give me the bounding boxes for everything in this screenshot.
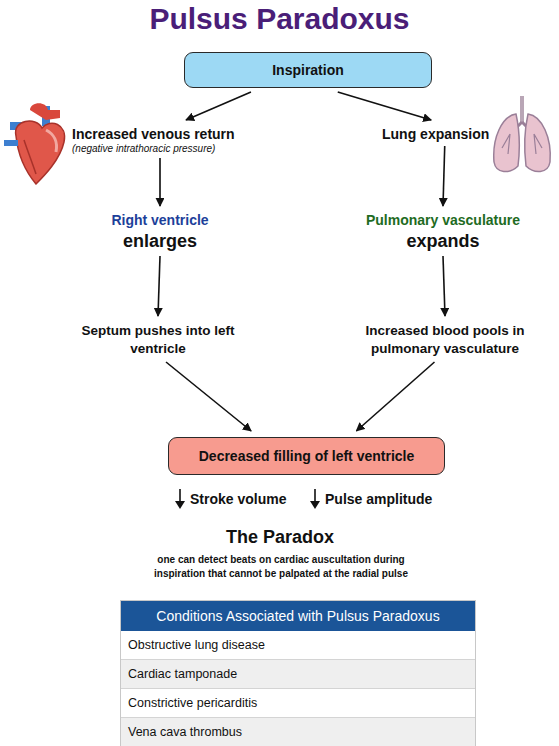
flow-step: Right ventricle enlarges — [60, 212, 260, 252]
node-text: Inspiration — [272, 62, 344, 78]
heart-highlight — [46, 130, 57, 152]
flow-step: Lung expansion — [382, 126, 505, 142]
node-subtext: enlarges — [60, 231, 260, 252]
table-cell: Cardiac tamponade — [121, 660, 475, 689]
result-box: Decreased filling of left ventricle — [168, 437, 445, 475]
table-cell: Constrictive pericarditis — [121, 689, 475, 718]
flow-step: Increased blood pools in pulmonary vascu… — [340, 322, 550, 358]
heart-body — [16, 121, 65, 184]
effect-label: Stroke volume — [190, 491, 310, 507]
right-lung — [525, 114, 551, 172]
node-subtext: expands — [343, 231, 543, 252]
node-subtext: (negative intrathoracic pressure) — [72, 143, 300, 154]
node-text: Decreased filling of left ventricle — [199, 448, 415, 464]
node-text: Septum pushes into left ventricle — [78, 322, 238, 358]
decrease-arrow — [307, 488, 323, 510]
note-text: one can detect beats on cardiac ausculta… — [140, 553, 422, 581]
diagram-title: Pulsus Paradoxus — [0, 2, 559, 36]
node-text: Increased blood pools in pulmonary vascu… — [340, 322, 550, 358]
trachea — [520, 96, 524, 122]
heart-illustration — [2, 100, 74, 190]
section-heading: The Paradox — [130, 527, 430, 548]
decrease-arrow — [172, 488, 188, 510]
table-header: Conditions Associated with Pulsus Parado… — [121, 601, 475, 631]
flow-step: Pulmonary vasculature expands — [343, 212, 543, 252]
flow-step: Septum pushes into left ventricle — [78, 322, 238, 358]
node-text: Lung expansion — [382, 126, 505, 142]
node-text: Pulmonary vasculature — [343, 212, 543, 228]
flow-arrow — [159, 158, 161, 206]
aorta — [30, 103, 60, 120]
effect-label: Pulse amplitude — [325, 491, 465, 507]
node-text: Right ventricle — [60, 212, 260, 228]
heart-groove — [24, 140, 36, 174]
left-lung — [494, 114, 520, 172]
flow-arrow — [443, 256, 445, 316]
flow-arrow — [338, 92, 431, 120]
table-cell: Vena cava thrombus — [121, 718, 475, 746]
flow-arrow — [186, 92, 251, 120]
flow-arrow — [356, 362, 434, 431]
lung-illustration — [488, 92, 556, 178]
vessel — [4, 140, 18, 146]
flow-step: Increased venous return(negative intrath… — [72, 126, 300, 154]
flow-arrow — [443, 146, 445, 206]
flow-arrow — [166, 362, 251, 431]
flow-arrow — [158, 256, 160, 316]
bronchioles — [502, 134, 542, 154]
node-text: Increased venous return — [72, 126, 300, 142]
start-box: Inspiration — [184, 52, 432, 88]
table-cell: Obstructive lung disease — [121, 631, 475, 660]
